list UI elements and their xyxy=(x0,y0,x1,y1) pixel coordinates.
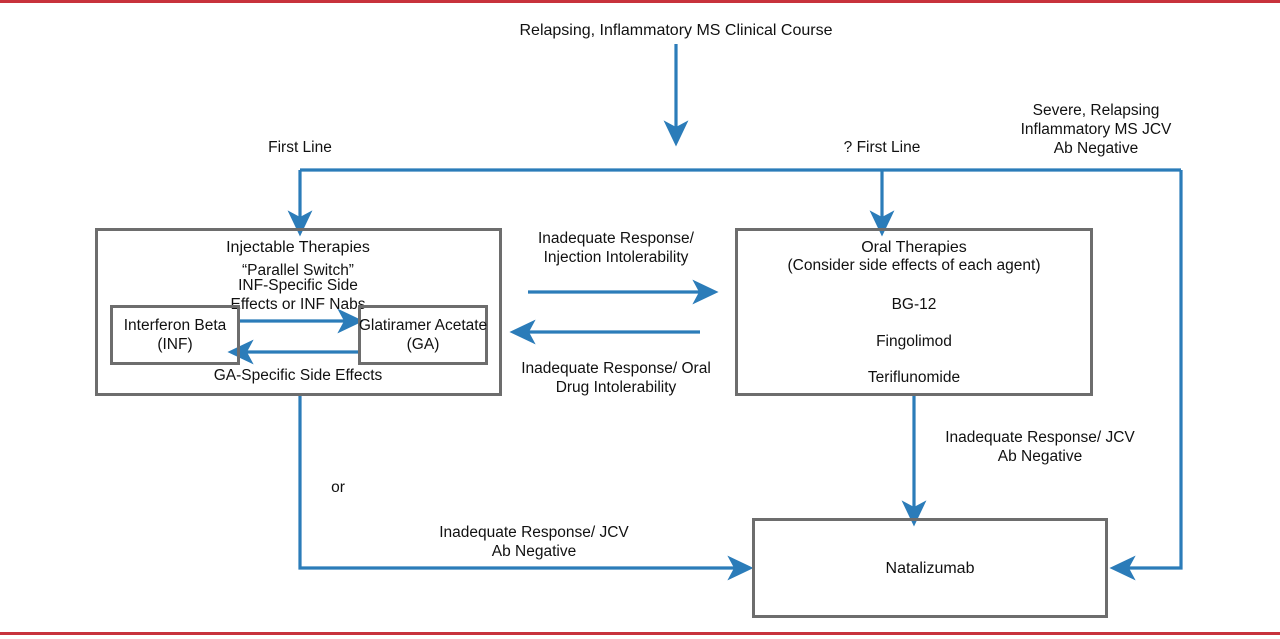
injectable-parallel-switch: “Parallel Switch” xyxy=(242,262,354,279)
glatiramer-acetate-box[interactable] xyxy=(358,305,488,365)
top-rule xyxy=(0,0,1280,3)
figure-title: Relapsing, Inflammatory MS Clinical Cour… xyxy=(519,22,833,39)
interferon-beta-box[interactable] xyxy=(110,305,240,365)
oral-therapies-box[interactable] xyxy=(735,228,1093,396)
label-oral-to-inject: Inadequate Response/ Oral Drug Intolerab… xyxy=(521,360,711,396)
natalizumab-label: Natalizumab xyxy=(885,560,975,577)
oral-heading: Oral Therapies xyxy=(861,239,967,256)
oral-agent-bg12: BG-12 xyxy=(891,296,937,313)
ga-specific-side-effects-label: GA-Specific Side Effects xyxy=(213,367,383,384)
label-first-line: First Line xyxy=(268,139,332,156)
label-or-connector: or xyxy=(331,479,345,496)
oral-agent-teriflunomide: Teriflunomide xyxy=(867,369,961,386)
arrow-severe-natalizumab xyxy=(1109,170,1183,581)
oral-subheading: (Consider side effects of each agent) xyxy=(787,257,1041,274)
injectable-therapies-box[interactable] xyxy=(95,228,502,396)
label-question-first-line: ? First Line xyxy=(843,139,921,156)
label-inject-to-natalizumab: Inadequate Response/ JCV Ab Negative xyxy=(439,524,629,560)
bottom-rule xyxy=(0,632,1280,635)
injectable-switch-reason: INF-Specific Side Effects or INF Nabs xyxy=(230,277,366,313)
label-inject-to-oral: Inadequate Response/ Injection Intolerab… xyxy=(538,230,694,266)
interferon-beta-label: Interferon Beta (INF) xyxy=(123,317,227,353)
natalizumab-box[interactable] xyxy=(752,518,1108,618)
label-severe-relapsing: Severe, Relapsing Inflammatory MS JCV Ab… xyxy=(1020,102,1172,157)
label-oral-to-natalizumab: Inadequate Response/ JCV Ab Negative xyxy=(945,429,1135,465)
glatiramer-acetate-label: Glatiramer Acetate (GA) xyxy=(358,317,488,353)
oral-agent-fingolimod: Fingolimod xyxy=(876,333,952,350)
injectable-heading: Injectable Therapies xyxy=(226,239,370,256)
